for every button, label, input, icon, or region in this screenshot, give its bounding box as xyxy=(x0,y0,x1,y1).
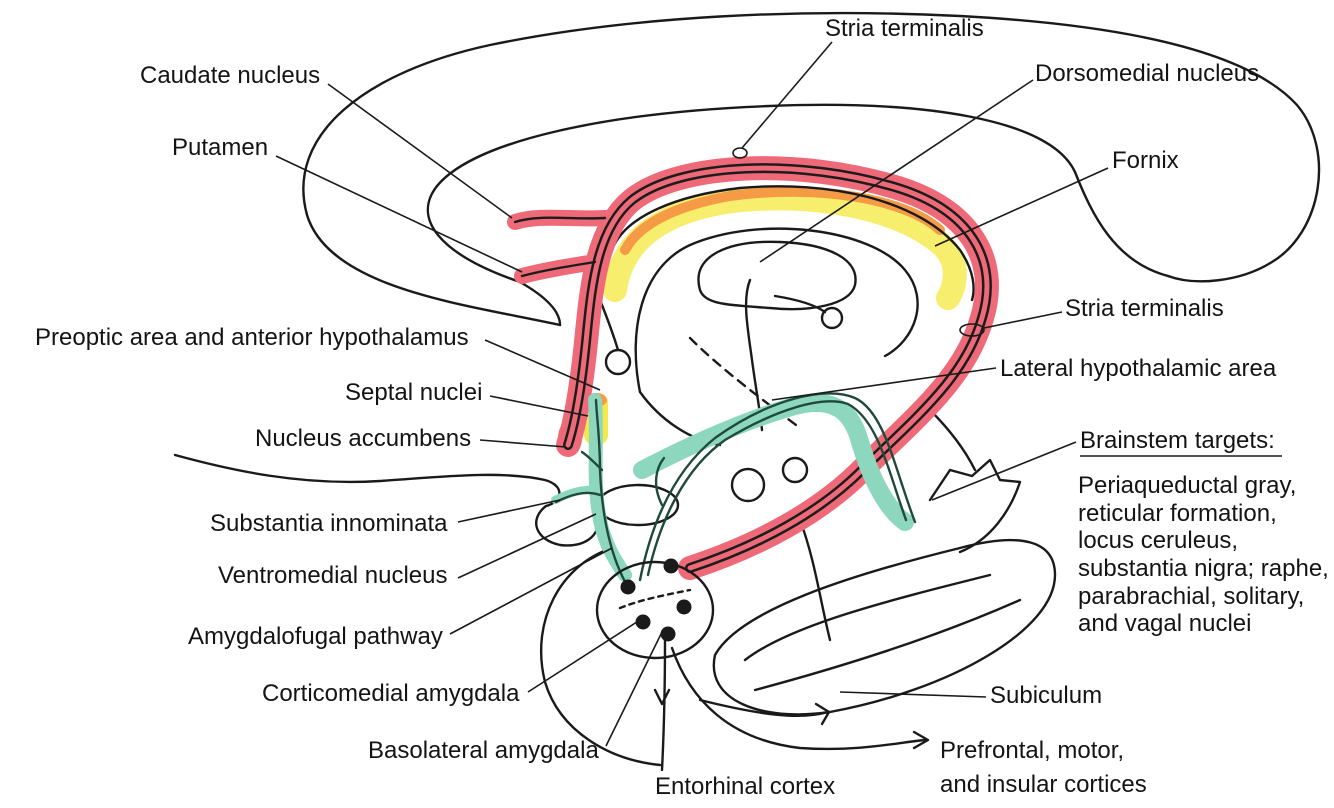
subiculum-outer xyxy=(712,538,1057,716)
leader-brainstem-targets xyxy=(931,441,1077,501)
label-putamen: Putamen xyxy=(172,134,268,161)
subiculum-input-line xyxy=(698,698,830,717)
amygdalofugal-teal-band xyxy=(633,394,914,531)
leader-stria-terminalis-top xyxy=(741,41,833,149)
amygdala-internal-dashes xyxy=(618,588,692,610)
cortices-input-line xyxy=(670,646,927,751)
amygdalofugal-line-septal xyxy=(594,398,630,589)
label-amygdalofugal-pathway: Amygdalofugal pathway xyxy=(188,623,443,650)
label-caudate-nucleus: Caudate nucleus xyxy=(140,62,320,89)
label-cortices-line: Prefrontal, motor, xyxy=(940,737,1124,764)
caudate-branch-line xyxy=(513,216,607,224)
label-stria-terminalis-right: Stria terminalis xyxy=(1065,295,1224,322)
label-subiculum: Subiculum xyxy=(990,682,1102,709)
label-nucleus-accumbens: Nucleus accumbens xyxy=(255,425,471,452)
label-ventromedial-nucleus: Ventromedial nucleus xyxy=(218,562,447,589)
orbital-loop-outline xyxy=(535,504,600,547)
label-brainstem-target-line: Periaqueductal gray, xyxy=(1078,472,1296,499)
stria-terminalis-top-loop xyxy=(732,147,748,159)
thalamus-outline xyxy=(634,227,919,394)
labels: Stria terminalis Caudate nucleus Dorsome… xyxy=(35,15,1329,800)
label-brainstem-target-line: and vagal nuclei xyxy=(1078,610,1251,637)
label-fornix: Fornix xyxy=(1112,147,1179,174)
fornix-yellow-band xyxy=(603,186,967,310)
label-dorsomedial-nucleus: Dorsomedial nucleus xyxy=(1035,60,1259,87)
frontal-base-outline xyxy=(173,453,561,508)
leader-fornix xyxy=(934,167,1109,247)
label-brainstem-target-line: reticular formation, xyxy=(1078,500,1277,527)
subiculum-inner-line-1 xyxy=(743,573,992,662)
entorhinal-input-line xyxy=(660,638,667,772)
subiculum-arrow-fork xyxy=(814,702,831,726)
corpus-callosum-inner-outline xyxy=(426,103,1170,327)
amygdala-nucleus-dot xyxy=(676,599,692,615)
amygdalofugal-line-brainstem-1 xyxy=(646,400,908,577)
amygdalofugal-branch-accumbens xyxy=(580,450,604,472)
label-substantia-innominata: Substantia innominata xyxy=(210,510,448,537)
leader-dorsomedial-nucleus xyxy=(759,79,1034,263)
label-brainstem-target-line: parabrachial, solitary, xyxy=(1078,583,1304,610)
amygdala-nucleus-dot xyxy=(620,579,636,595)
label-brainstem-targets-heading: Brainstem targets: xyxy=(1080,427,1275,454)
fornix-outline xyxy=(610,185,975,302)
preoptic-circle xyxy=(604,348,632,376)
cortices-arrow-fork xyxy=(912,730,930,750)
leader-septal-nuclei xyxy=(489,395,589,417)
hypothalamic-small-circle-2 xyxy=(781,456,809,484)
label-stria-terminalis-top: Stria terminalis xyxy=(825,15,984,42)
entorhinal-arrow-fork xyxy=(653,688,671,706)
dorsomedial-nucleus-shape xyxy=(697,240,857,311)
posterior-thalamic-line xyxy=(928,408,977,472)
dorsomedial-descending-line xyxy=(744,278,764,432)
amygdala-nucleus-dot xyxy=(660,626,676,642)
leader-putamen xyxy=(275,155,523,273)
midbrain-outline xyxy=(798,518,832,642)
leader-nucleus-accumbens xyxy=(479,439,567,448)
mamillary-body xyxy=(820,306,844,330)
amygdalofugal-line-brainstem-2 xyxy=(638,392,917,582)
hypothalamic-small-circle-1 xyxy=(730,467,766,503)
leader-lines xyxy=(275,41,1282,747)
label-corticomedial-amygdala: Corticomedial amygdala xyxy=(262,680,520,707)
label-lateral-hypothalamic-area: Lateral hypothalamic area xyxy=(1000,355,1277,382)
subiculum-inner-line-2 xyxy=(753,598,1022,692)
amygdala xyxy=(595,558,715,660)
leader-basolateral-amygdala xyxy=(605,631,663,747)
label-cortices-line: and insular cortices xyxy=(940,771,1147,798)
mamillothalamic-stalk xyxy=(773,294,827,314)
label-preoptic-area: Preoptic area and anterior hypothalamus xyxy=(35,324,469,351)
leader-subiculum xyxy=(839,691,987,698)
leader-amygdalofugal-pathway xyxy=(449,547,613,635)
amygdalofugal-pathway xyxy=(551,392,917,589)
brainstem-jagged-edge xyxy=(928,458,1022,554)
label-entorhinal-cortex: Entorhinal cortex xyxy=(655,773,835,800)
innominata-teal-branch xyxy=(551,485,602,504)
cortical-input-arrows xyxy=(653,638,930,772)
hypothalamic-boundary xyxy=(598,298,620,352)
leader-lateral-hypothalamic-area xyxy=(771,367,997,401)
leader-stria-terminalis-right xyxy=(983,311,1063,329)
leader-corticomedial-amygdala xyxy=(527,619,641,693)
amygdala-outline xyxy=(595,560,715,660)
amygdalofugal-branch-hypothalamus xyxy=(654,456,666,507)
amygdala-nucleus-dot xyxy=(663,558,679,574)
label-brainstem-target-line: substantia nigra; raphe, xyxy=(1078,555,1329,582)
leader-caudate-nucleus xyxy=(327,83,513,219)
stria-terminalis-right-loop xyxy=(959,323,985,337)
fornix-band xyxy=(603,185,975,310)
label-basolateral-amygdala: Basolateral amygdala xyxy=(368,737,599,764)
hemisphere-outer-outline xyxy=(302,11,1321,327)
leader-preoptic-area xyxy=(484,339,601,391)
leader-substantia-innominata xyxy=(457,499,561,523)
leader-ventromedial-nucleus xyxy=(457,513,597,579)
label-septal-nuclei: Septal nuclei xyxy=(345,379,482,406)
hypothalamic-sulcus-dashed xyxy=(688,336,802,430)
putamen-branch-line xyxy=(520,260,597,278)
label-brainstem-target-line: locus ceruleus, xyxy=(1078,527,1238,554)
amygdala-nucleus-dot xyxy=(635,614,651,630)
